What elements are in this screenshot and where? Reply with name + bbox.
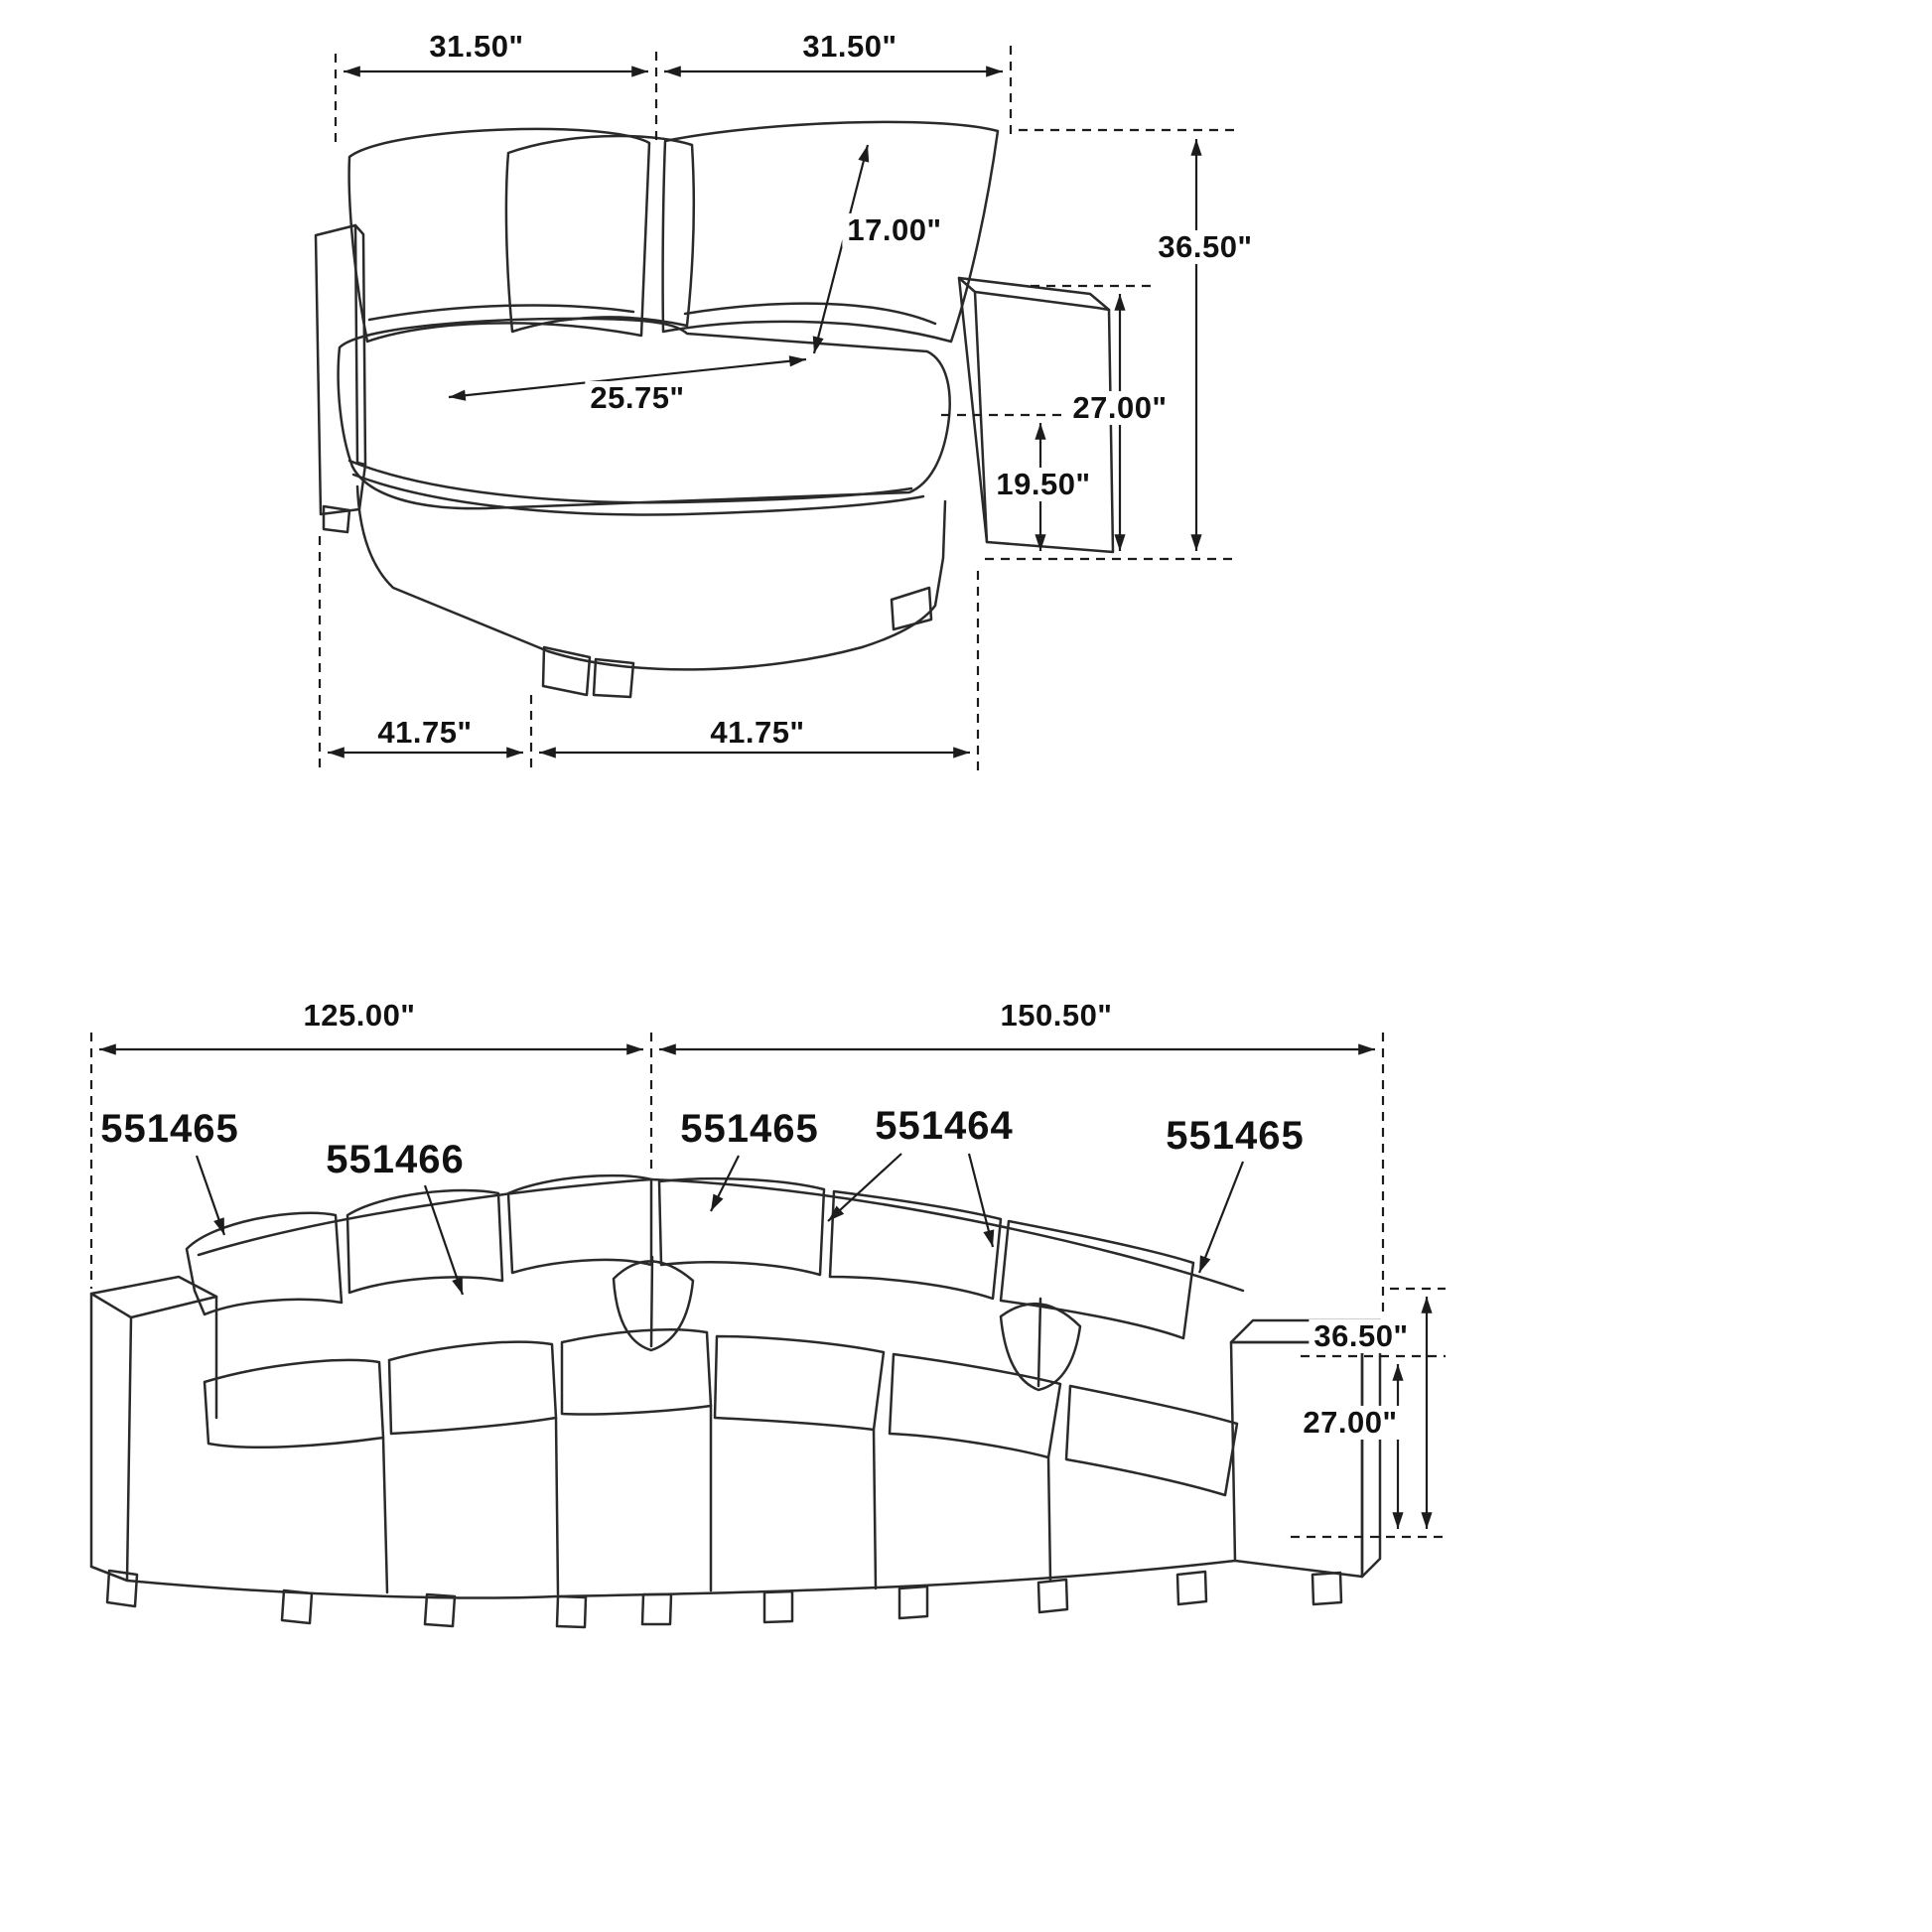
foot — [280, 1588, 314, 1625]
corner-module-drawing — [314, 120, 1115, 699]
right-foot — [890, 586, 933, 631]
seat-front-piping-2 — [351, 473, 925, 516]
foot — [1311, 1571, 1343, 1606]
foot — [1175, 1570, 1208, 1606]
right-arm-front — [1229, 1340, 1364, 1579]
back-pillow-4 — [828, 1189, 1003, 1301]
seat-5 — [1064, 1384, 1239, 1497]
right-back-cushion-piping — [683, 302, 937, 326]
dim-top-width-right: 31.50" — [797, 29, 902, 65]
sku-pointer-4b — [967, 1153, 995, 1248]
module-divider-4 — [872, 1428, 878, 1590]
left-back-cushion — [347, 127, 651, 344]
dim-line-seat-depth — [448, 355, 807, 401]
right-arm-top-edge — [957, 276, 1111, 312]
dim-seat-platform-height: 19.50" — [991, 467, 1096, 502]
sku-label-1: 551465 — [95, 1107, 244, 1151]
back-pillow-1 — [185, 1211, 344, 1316]
foot — [762, 1589, 794, 1624]
module-divider-2 — [554, 1416, 560, 1596]
module-divider-1 — [381, 1436, 389, 1594]
accent-pillow-right-crease — [1036, 1297, 1042, 1388]
right-arm-panel — [957, 276, 1115, 554]
bottom-dimension-lines — [89, 1033, 1446, 1539]
dim-left-run-width: 125.00" — [298, 998, 421, 1034]
back-pillow-corner — [506, 1173, 653, 1275]
dim-top-width-left: 31.50" — [424, 29, 529, 65]
foot — [1036, 1578, 1069, 1614]
left-arm-front — [89, 1292, 133, 1583]
sku-pointer-4a — [827, 1153, 902, 1222]
seat-1 — [203, 1358, 385, 1449]
foot — [105, 1569, 139, 1608]
dim-overall-height: 36.50" — [1153, 229, 1258, 265]
sku-label-3: 551465 — [675, 1107, 824, 1151]
back-frame-left — [197, 1177, 653, 1257]
sku-label-5: 551465 — [1161, 1114, 1310, 1158]
right-back-cushion — [661, 120, 1000, 344]
seat-4 — [888, 1352, 1062, 1459]
back-pillow-5 — [999, 1219, 1195, 1340]
back-pillow-2 — [345, 1188, 504, 1295]
foot — [555, 1594, 588, 1629]
sku-pointer-2 — [423, 1184, 465, 1296]
dim-base-width-left: 41.75" — [372, 715, 478, 751]
foot — [897, 1585, 929, 1620]
accent-pillow-center-crease — [649, 1255, 654, 1348]
center-pillow — [504, 134, 696, 334]
back-pillow-3 — [657, 1176, 826, 1277]
dim-arm-height: 27.00" — [1067, 390, 1173, 426]
sku-label-4: 551464 — [870, 1104, 1019, 1148]
left-back-rail — [314, 223, 367, 516]
right-arm-inner-edge — [973, 290, 989, 544]
foot — [640, 1592, 673, 1626]
sku-pointer-5 — [1197, 1161, 1245, 1274]
seat-front-piping-1 — [347, 459, 913, 504]
seat-2 — [387, 1340, 558, 1436]
left-foot — [322, 504, 351, 534]
top-dimension-lines — [318, 46, 1235, 772]
base-outline — [355, 484, 947, 671]
sku-pointer-3 — [710, 1155, 740, 1212]
dim-line-back-cushion-height — [812, 144, 870, 354]
dim-back-cushion-height: 17.00" — [842, 212, 947, 248]
right-arm-outer — [1360, 1318, 1382, 1579]
dim-overall-height-bottom: 36.50" — [1309, 1318, 1414, 1354]
sku-pointer-1 — [195, 1155, 226, 1236]
module-divider-5 — [1046, 1455, 1052, 1583]
foot — [423, 1592, 457, 1628]
seat-cushion — [337, 317, 951, 510]
dim-arm-height-bottom: 27.00" — [1298, 1405, 1403, 1441]
front-foot — [541, 645, 592, 697]
dim-seat-depth: 25.75" — [585, 380, 690, 416]
back-frame-right — [649, 1177, 1245, 1293]
sku-label-2: 551466 — [321, 1138, 470, 1181]
sectional-drawing — [89, 1173, 1382, 1629]
seat-3 — [713, 1334, 886, 1432]
dim-base-width-right: 41.75" — [705, 715, 810, 751]
dim-right-run-width: 150.50" — [995, 998, 1118, 1034]
left-back-cushion-piping — [367, 304, 635, 322]
front-foot-2 — [592, 657, 635, 699]
